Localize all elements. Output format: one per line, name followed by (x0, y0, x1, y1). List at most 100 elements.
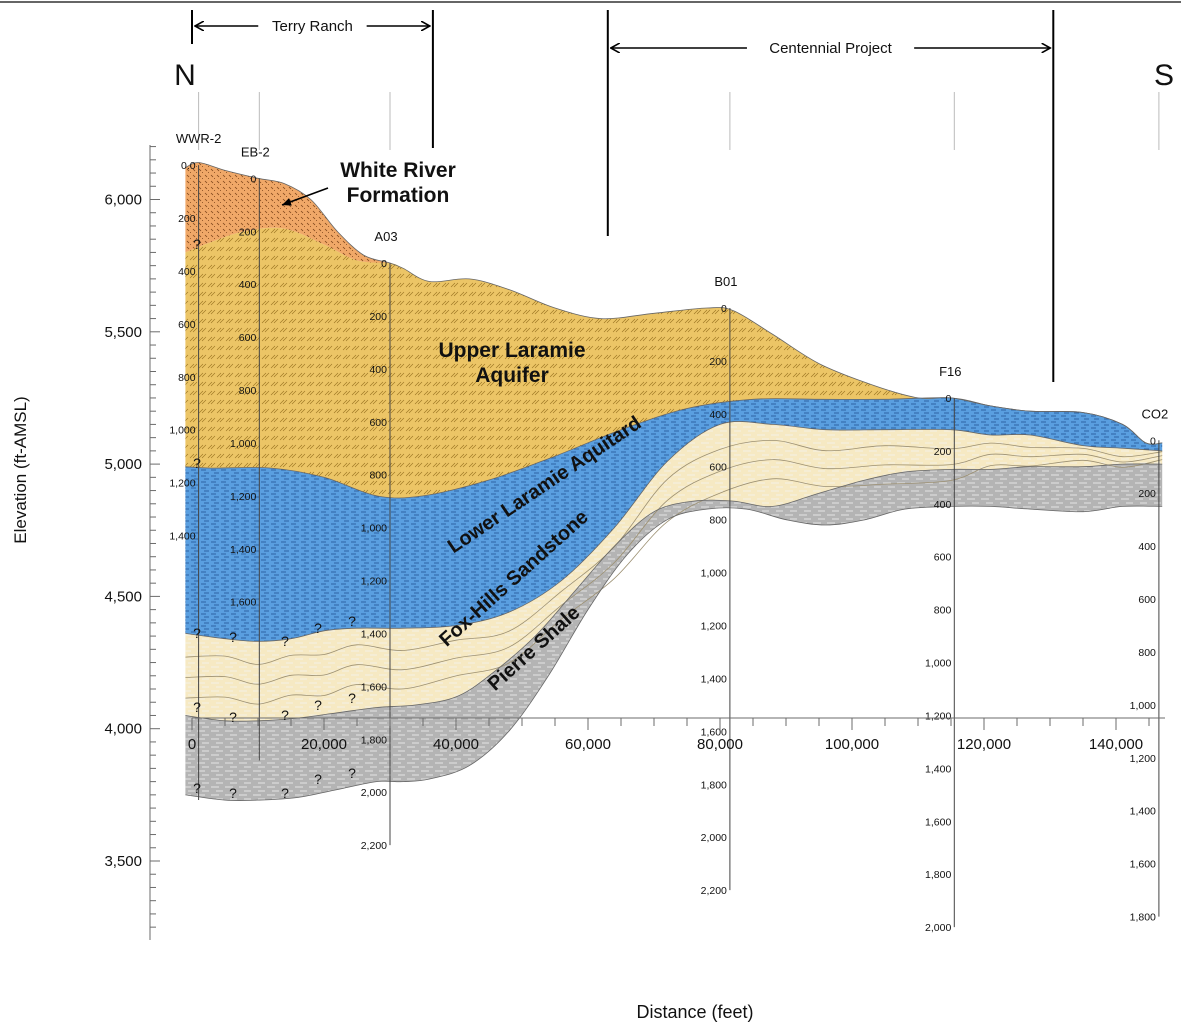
well-depth-label: 0 (381, 258, 387, 270)
well-depth-label: 2,000 (361, 787, 387, 799)
well-depth-label: 1,400 (925, 763, 951, 775)
upper-laramie-pattern (185, 227, 1163, 499)
well-depth-label: 1,800 (701, 779, 727, 791)
y-tick-label: 5,000 (104, 456, 142, 473)
well-depth-label: 0 (945, 393, 951, 405)
x-tick-label: 80,000 (697, 736, 743, 753)
uncertain-contact-marker: ? (229, 709, 237, 725)
well-depth-label: 1,000 (230, 438, 256, 450)
well-depth-label: 1,600 (1130, 859, 1156, 871)
uncertain-contact-marker: ? (314, 620, 322, 636)
well-depth-label: 1,400 (701, 673, 727, 685)
x-tick-label: 120,000 (957, 736, 1011, 753)
well-depth-label: 1,000 (701, 568, 727, 580)
well-depth-label: 0.0 (181, 160, 196, 172)
well-depth-label: 1,000 (169, 425, 195, 437)
well-depth-label: 200 (369, 311, 387, 323)
x-tick-label: 100,000 (825, 736, 879, 753)
y-tick-label: 5,500 (104, 324, 142, 341)
well-logs: WWR-2 0.0 200 400 600 800 1,000 1,200 1,400 EB-2 0… (169, 92, 1168, 934)
well-depth-label: 1,800 (1130, 912, 1156, 924)
well-depth-label: 1,600 (925, 816, 951, 828)
well-name-eb-2: EB-2 (241, 144, 270, 159)
well-depth-label: 2,200 (361, 840, 387, 852)
uncertain-contact-marker: ? (281, 633, 289, 649)
well-depth-label: 400 (934, 499, 952, 511)
x-tick-label: 40,000 (433, 736, 479, 753)
well-depth-label: 1,200 (361, 576, 387, 588)
project-label: Terry Ranch (272, 18, 353, 35)
well-depth-label: 1,200 (169, 478, 195, 490)
x-tick-label: 140,000 (1089, 736, 1143, 753)
y-tick-label: 6,000 (104, 192, 142, 209)
white-river-arrow (281, 187, 329, 206)
project-label: Centennial Project (769, 40, 892, 57)
formation-layers (185, 162, 1163, 802)
well-depth-label: 2,000 (925, 922, 951, 934)
uncertain-contact-marker: ? (281, 785, 289, 801)
fox-hills-bedding-line (185, 453, 1163, 685)
well-depth-label: 600 (369, 417, 387, 429)
well-depth-label: 400 (178, 266, 196, 278)
uncertain-contact-marker: ? (193, 455, 201, 471)
contact-line (185, 421, 1163, 642)
uncertain-contact-marker: ? (229, 629, 237, 645)
well-name-wwr-2: WWR-2 (176, 131, 222, 146)
well-depth-label: 1,400 (361, 628, 387, 640)
well-depth-label: 200 (934, 446, 952, 458)
well-depth-label: 600 (934, 552, 952, 564)
well-depth-label: 1,000 (1130, 700, 1156, 712)
well-depth-label: 400 (709, 409, 727, 421)
well-depth-label: 1,200 (925, 710, 951, 722)
white-river-pattern (185, 162, 390, 263)
uncertain-contact-marker: ? (193, 625, 201, 641)
pierre-shale-pattern (185, 463, 1163, 801)
uncertain-contact-marker: ? (314, 771, 322, 787)
well-depth-label: 400 (1138, 541, 1156, 553)
well-depth-label: 600 (239, 332, 257, 344)
lower-laramie-pattern (185, 397, 1163, 642)
well-depth-label: 200 (709, 356, 727, 368)
uncertain-contact-marker: ? (281, 707, 289, 723)
well-depth-label: 1,200 (1130, 753, 1156, 765)
south-label: S (1154, 59, 1174, 92)
well-depth-label: 600 (1138, 594, 1156, 606)
fox-hills-bedding-line (185, 459, 1163, 705)
well-depth-label: 1,800 (361, 734, 387, 746)
well-name-b01: B01 (714, 274, 737, 289)
uncertain-contact-marker: ? (348, 690, 356, 706)
well-depth-label: 2,200 (701, 885, 727, 897)
well-depth-label: 1,000 (361, 523, 387, 535)
y-axis-title: Elevation (ft-AMSL) (11, 396, 30, 543)
well-depth-label: 0 (250, 173, 256, 185)
well-depth-label: 1,200 (701, 621, 727, 633)
well-depth-label: 1,400 (230, 544, 256, 556)
well-depth-label: 1,600 (361, 681, 387, 693)
well-name-f16: F16 (939, 364, 961, 379)
contact-line (185, 505, 1163, 802)
well-depth-label: 800 (709, 515, 727, 527)
well-depth-label: 800 (369, 470, 387, 482)
fox-hills-bedding-line (185, 439, 1163, 665)
x-tick-label: 60,000 (565, 736, 611, 753)
well-depth-label: 800 (1138, 647, 1156, 659)
contact-line (185, 397, 1163, 499)
well-depth-label: 1,800 (925, 869, 951, 881)
well-depth-label: 1,200 (230, 491, 256, 503)
contact-line (185, 463, 1163, 722)
well-depth-label: 1,400 (169, 531, 195, 543)
uncertain-contact-marker: ? (348, 613, 356, 629)
uncertain-contact-marker: ? (348, 765, 356, 781)
uncertain-contact-marker: ? (193, 236, 201, 252)
well-name-co2: CO2 (1142, 406, 1169, 421)
well-depth-label: 400 (239, 279, 257, 291)
well-depth-label: 200 (178, 213, 196, 225)
well-depth-label: 200 (1138, 488, 1156, 500)
north-label: N (174, 59, 196, 92)
y-tick-label: 4,500 (104, 588, 142, 605)
well-depth-label: 0 (1150, 435, 1156, 447)
